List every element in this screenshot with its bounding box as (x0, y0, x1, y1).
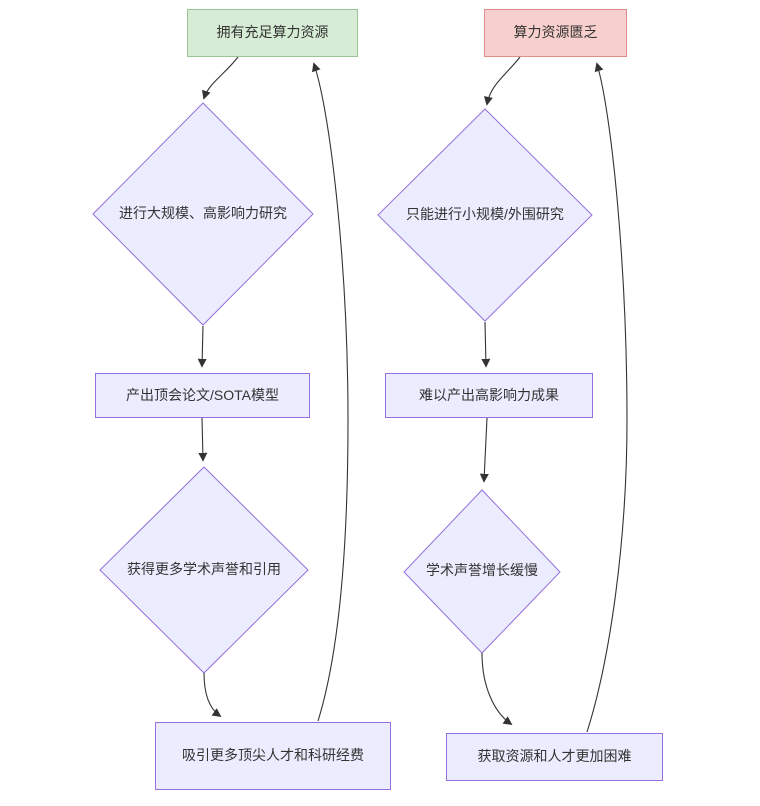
node-low-impact-output-label: 难以产出高影响力成果 (419, 386, 559, 403)
node-slow-reputation: 学术声誉增长缓慢 (372, 557, 592, 585)
node-scarce-compute-label: 算力资源匮乏 (513, 24, 598, 41)
node-sota-output: 产出顶会论文/SOTA模型 (95, 373, 310, 418)
edge-low-impact-to-slow-reputation (479, 417, 489, 483)
node-slow-reputation-label: 学术声誉增长缓慢 (426, 562, 538, 579)
node-reputation-citations: 获得更多学术声誉和引用 (94, 556, 314, 584)
edge-talent-loopback-to-sufficient (312, 62, 349, 722)
node-large-scale-research-label: 进行大规模、高影响力研究 (119, 205, 287, 222)
node-attract-talent-funding-label: 吸引更多顶尖人才和科研经费 (182, 747, 364, 764)
node-reputation-citations-label: 获得更多学术声誉和引用 (127, 561, 281, 578)
node-harder-resources-label: 获取资源和人才更加困难 (477, 748, 632, 765)
edge-scarce-to-small-research (484, 56, 521, 106)
edge-reputation-to-talent (203, 672, 222, 718)
node-sufficient-compute: 拥有充足算力资源 (187, 9, 358, 57)
node-sufficient-compute-label: 拥有充足算力资源 (216, 24, 329, 41)
node-large-scale-research: 进行大规模、高影响力研究 (93, 200, 313, 228)
node-small-scale-research-label: 只能进行小规模/外围研究 (406, 206, 564, 223)
node-sota-output-label: 产出顶会论文/SOTA模型 (126, 386, 279, 403)
node-attract-talent-funding: 吸引更多顶尖人才和科研经费 (155, 722, 391, 790)
edge-sufficient-to-research (202, 56, 239, 100)
edge-research-to-sota (197, 325, 207, 368)
node-scarce-compute: 算力资源匮乏 (484, 9, 627, 57)
edge-small-research-to-low-impact (481, 321, 491, 368)
diamond-small-scale-research (377, 108, 593, 322)
diamond-large-scale-research (92, 102, 314, 326)
edge-sota-to-reputation (198, 417, 208, 462)
edge-harder-loopback-to-scarce (586, 62, 628, 733)
edge-slow-reputation-to-harder (481, 652, 513, 726)
node-small-scale-research: 只能进行小规模/外围研究 (375, 201, 595, 229)
node-low-impact-output: 难以产出高影响力成果 (385, 373, 593, 418)
node-harder-resources: 获取资源和人才更加困难 (446, 733, 663, 781)
